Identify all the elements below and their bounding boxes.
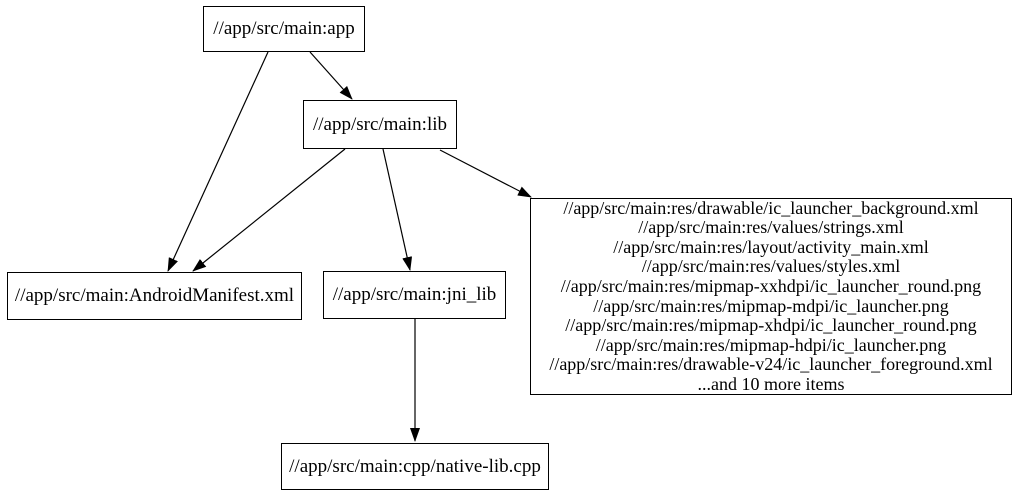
node-res-files-group: //app/src/main:res/drawable/ic_launcher_… (530, 198, 1012, 395)
edge-lib-to-manifest (192, 148, 346, 272)
edge-app-to-manifest (167, 51, 269, 272)
edge-app-to-lib (309, 51, 353, 100)
node-jni-lib-label: //app/src/main:jni_lib (332, 284, 497, 306)
node-res-files-lines: //app/src/main:res/drawable/ic_launcher_… (549, 197, 993, 394)
node-native-lib-cpp: //app/src/main:cpp/native-lib.cpp (281, 443, 549, 490)
node-native-lib-cpp-label: //app/src/main:cpp/native-lib.cpp (289, 455, 541, 477)
node-android-manifest-label: //app/src/main:AndroidManifest.xml (14, 285, 295, 307)
node-lib: //app/src/main:lib (303, 100, 457, 149)
node-lib-label: //app/src/main:lib (312, 113, 448, 135)
node-app-label: //app/src/main:app (213, 18, 355, 40)
edge-lib-to-jni-lib (382, 148, 413, 271)
edge-lib-to-res-files (439, 149, 532, 198)
node-app: //app/src/main:app (203, 6, 365, 52)
node-android-manifest: //app/src/main:AndroidManifest.xml (7, 272, 302, 320)
node-jni-lib: //app/src/main:jni_lib (323, 271, 506, 319)
